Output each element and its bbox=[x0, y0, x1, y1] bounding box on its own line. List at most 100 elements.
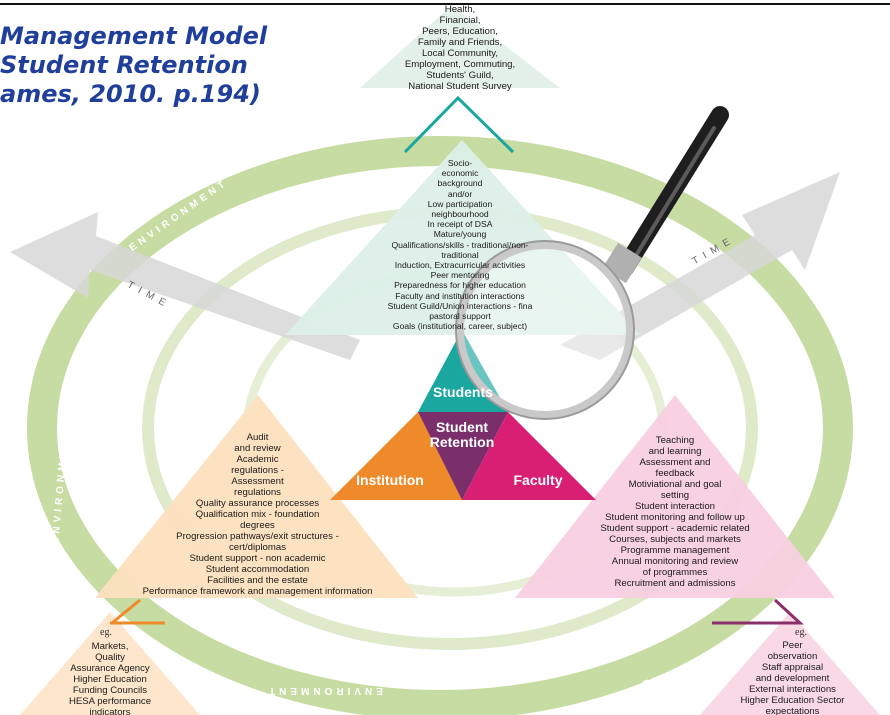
factor-line: Peer mentoring bbox=[430, 270, 490, 281]
core-retention-label: Student Retention bbox=[412, 420, 512, 450]
factor-line: Student interaction bbox=[634, 501, 715, 512]
factor-line: Student support - non academic bbox=[189, 553, 326, 564]
factor-line: Employment, Commuting, bbox=[404, 59, 516, 70]
factor-line: Academic bbox=[236, 454, 279, 465]
factor-line: Staff appraisal bbox=[761, 662, 824, 673]
factor-line: of programmes bbox=[642, 567, 708, 578]
factor-line: Low participation bbox=[427, 198, 493, 209]
factor-line: traditional bbox=[441, 249, 479, 260]
factor-line: regulations - bbox=[231, 465, 284, 476]
factor-line: Socio- bbox=[447, 158, 473, 168]
factor-line: Quality assurance processes bbox=[195, 498, 320, 509]
factor-line: Annual monitoring and review bbox=[611, 556, 739, 567]
factor-line: In receipt of DSA bbox=[427, 219, 493, 230]
time-arrow-left bbox=[10, 212, 360, 360]
top-external-area bbox=[360, 5, 560, 88]
factor-line: Peer bbox=[782, 640, 803, 651]
faculty-external-area bbox=[700, 612, 880, 715]
factor-line: observation bbox=[767, 651, 818, 662]
environment-ring bbox=[27, 136, 853, 715]
factor-line: Peers, Education, bbox=[422, 26, 498, 37]
students-connector bbox=[403, 95, 515, 154]
factor-line: Facilities and the estate bbox=[207, 575, 308, 586]
factor-line: cert/diplomas bbox=[228, 542, 287, 553]
factor-line: Assessment and bbox=[639, 457, 711, 468]
top-border bbox=[0, 3, 890, 5]
factor-line: Family and Friends, bbox=[417, 37, 503, 48]
factor-line: HESA performance bbox=[68, 696, 152, 707]
factor-line: Motiviational and goal bbox=[628, 479, 722, 490]
factor-line: Goals (institutional, career, subject) bbox=[392, 321, 528, 332]
factor-line: Local Community, bbox=[421, 48, 499, 59]
factor-line: Qualification mix - foundation bbox=[195, 509, 320, 520]
factor-line: Programme management bbox=[620, 545, 730, 556]
factor-line: Progression pathways/exit structures - bbox=[176, 531, 339, 542]
core-retention bbox=[418, 412, 508, 500]
faculty-area bbox=[515, 395, 835, 598]
factor-line: Financial, bbox=[439, 15, 481, 26]
faculty-eg-label: eg. bbox=[795, 627, 807, 638]
factor-line: National Student Survey bbox=[408, 81, 512, 92]
core-students-label: Students bbox=[433, 384, 493, 400]
factor-line: Audit bbox=[246, 432, 269, 443]
factor-line: setting bbox=[660, 490, 690, 501]
factor-line: Mature/young bbox=[433, 229, 487, 240]
title-line-1: Management Model bbox=[0, 22, 268, 50]
core-faculty bbox=[462, 412, 596, 500]
factor-line: regulations bbox=[234, 487, 281, 498]
faculty-connector bbox=[712, 598, 804, 625]
core-faculty-label: Faculty bbox=[513, 472, 563, 488]
institution-eg-label: eg. bbox=[100, 627, 112, 638]
factor-line: Student Guild/Union interactions - fina bbox=[387, 300, 533, 311]
factor-line: Assurance Agency bbox=[70, 663, 150, 674]
top-external-factors: Health,Financial,Peers, Education,Family… bbox=[360, 4, 560, 92]
title-line-2: Student Retention bbox=[0, 51, 248, 79]
factor-line: Students' Guild, bbox=[426, 70, 494, 81]
factor-line: Higher Education Sector bbox=[740, 695, 845, 706]
factor-line: Student support - academic related bbox=[600, 523, 750, 534]
factor-line: Recruitment and admissions bbox=[614, 578, 736, 589]
institution-connector-diag bbox=[111, 598, 141, 625]
core-retention-line-1: Student bbox=[435, 419, 489, 435]
factor-line: Higher Education bbox=[73, 674, 147, 685]
title-line-3: ames, 2010. p.194) bbox=[0, 80, 261, 108]
factor-line: Preparedness for higher education bbox=[394, 280, 526, 291]
factor-line: expectations bbox=[765, 706, 820, 715]
factor-line: External interactions bbox=[749, 684, 836, 695]
magnifier-lens bbox=[456, 241, 634, 419]
factor-line: indicators bbox=[89, 707, 131, 715]
factor-line: economic bbox=[441, 168, 479, 179]
factor-line: Performance framework and management inf… bbox=[142, 586, 373, 597]
factor-line: Induction, Extracurricular activities bbox=[394, 260, 526, 271]
factor-line: Faculty and institution interactions bbox=[395, 290, 525, 301]
factor-line: Qualifications/skills - traditional/non- bbox=[391, 239, 529, 250]
factor-line: feedback bbox=[655, 468, 695, 479]
factor-line: Courses, subjects and markets bbox=[609, 534, 741, 545]
factor-line: background bbox=[437, 178, 483, 189]
factor-line: pastoral support bbox=[429, 311, 491, 322]
factor-line: Assessment bbox=[231, 476, 284, 487]
diagram-title: Management Model Student Retention ames,… bbox=[0, 22, 267, 109]
institution-area bbox=[95, 395, 418, 598]
students-area bbox=[285, 140, 640, 335]
factor-line: and/or bbox=[447, 188, 473, 199]
magnifier-lens-rim bbox=[455, 240, 635, 420]
factor-line: Funding Councils bbox=[72, 685, 148, 696]
magnifier-handle-shine bbox=[630, 126, 716, 264]
factor-line: Health, bbox=[444, 4, 476, 15]
factor-line: Student accommodation bbox=[205, 564, 310, 575]
factor-line: and learning bbox=[648, 446, 702, 457]
factor-line: and development bbox=[755, 673, 830, 684]
institution-external-area bbox=[20, 612, 200, 715]
factor-line: Markets, bbox=[91, 641, 129, 652]
factor-line: and review bbox=[234, 443, 281, 454]
core-retention-line-2: Retention bbox=[429, 434, 495, 450]
factor-line: Student monitoring and follow up bbox=[605, 512, 745, 523]
